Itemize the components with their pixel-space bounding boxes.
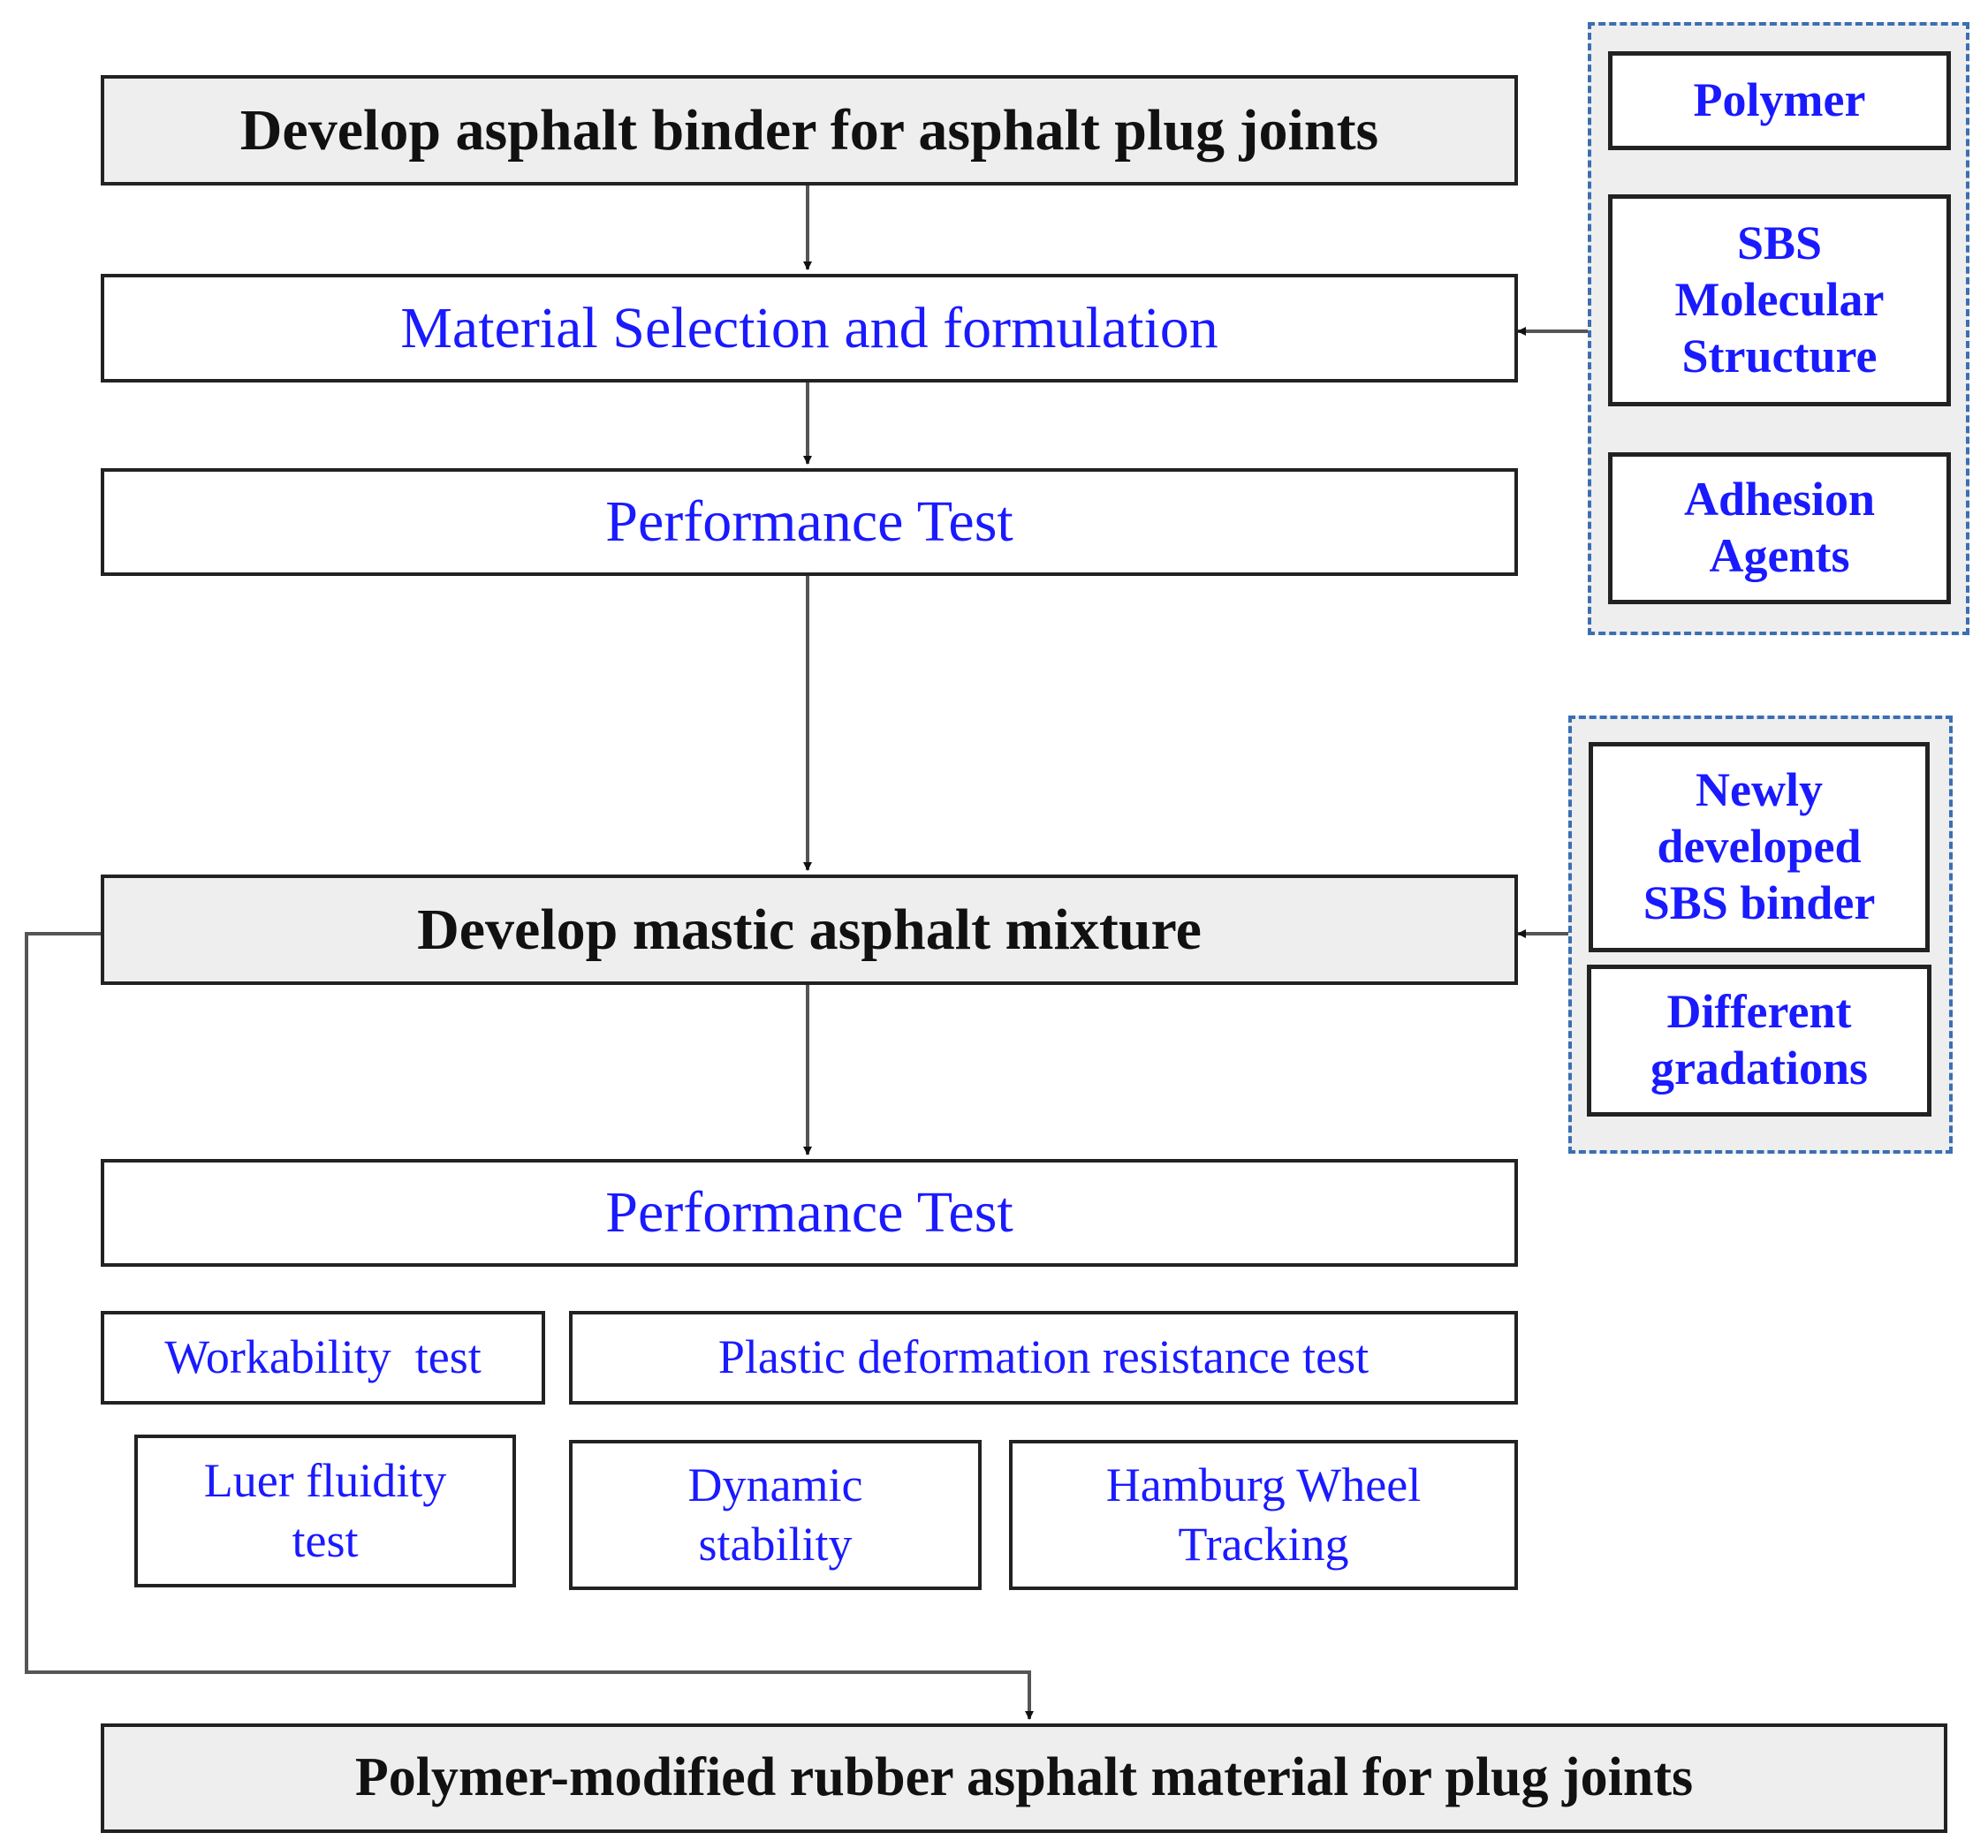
develop-binder-label: Develop asphalt binder for asphalt plug …: [239, 97, 1379, 163]
mixture-input-different-gradations: Different gradations: [1587, 965, 1931, 1117]
final-material-label: Polymer-modified rubber asphalt material…: [354, 1747, 1694, 1808]
final-material-box: Polymer-modified rubber asphalt material…: [101, 1723, 1947, 1833]
material-selection-box: Material Selection and formulation: [101, 274, 1518, 382]
plastic-deformation-test-label: Plastic deformation resistance test: [717, 1330, 1370, 1384]
plastic-deformation-test-box: Plastic deformation resistance test: [569, 1311, 1518, 1405]
mixture-input-new-sbs-binder: Newly developed SBS binder: [1589, 742, 1930, 952]
develop-mastic-box: Develop mastic asphalt mixture: [101, 875, 1518, 985]
arrow-mastic-to-final: [25, 932, 1034, 1720]
hamburg-wheel-tracking-label: Hamburg Wheel Tracking: [1105, 1458, 1422, 1572]
performance-test-1-label: Performance Test: [605, 489, 1013, 555]
luer-fluidity-test-box: Luer fluidity test: [134, 1435, 516, 1587]
dynamic-stability-box: Dynamic stability: [569, 1440, 982, 1590]
workability-test-box: Workability test: [101, 1311, 545, 1405]
develop-mastic-label: Develop mastic asphalt mixture: [417, 897, 1202, 962]
binder-input-polymer-label: Polymer: [1693, 73, 1866, 127]
luer-fluidity-test-label: Luer fluidity test: [203, 1454, 447, 1567]
hamburg-wheel-tracking-box: Hamburg Wheel Tracking: [1009, 1440, 1518, 1590]
dynamic-stability-label: Dynamic stability: [687, 1458, 863, 1572]
performance-test-2-label: Performance Test: [605, 1180, 1013, 1246]
develop-binder-box: Develop asphalt binder for asphalt plug …: [101, 75, 1518, 186]
performance-test-1-box: Performance Test: [101, 468, 1518, 576]
binder-input-sbs-molecular-structure: SBS Molecular Structure: [1608, 194, 1951, 406]
mixture-input-gradations-label: Different gradations: [1650, 985, 1869, 1094]
binder-input-sbs-label: SBS Molecular Structure: [1674, 216, 1885, 382]
mixture-input-new-sbs-label: Newly developed SBS binder: [1643, 763, 1876, 929]
binder-input-adhesion-agents: Adhesion Agents: [1608, 452, 1951, 604]
performance-test-2-box: Performance Test: [101, 1159, 1518, 1267]
workability-test-label: Workability test: [164, 1330, 482, 1384]
binder-input-polymer: Polymer: [1608, 51, 1951, 150]
material-selection-label: Material Selection and formulation: [400, 295, 1218, 360]
binder-input-adhesion-label: Adhesion Agents: [1683, 473, 1876, 582]
